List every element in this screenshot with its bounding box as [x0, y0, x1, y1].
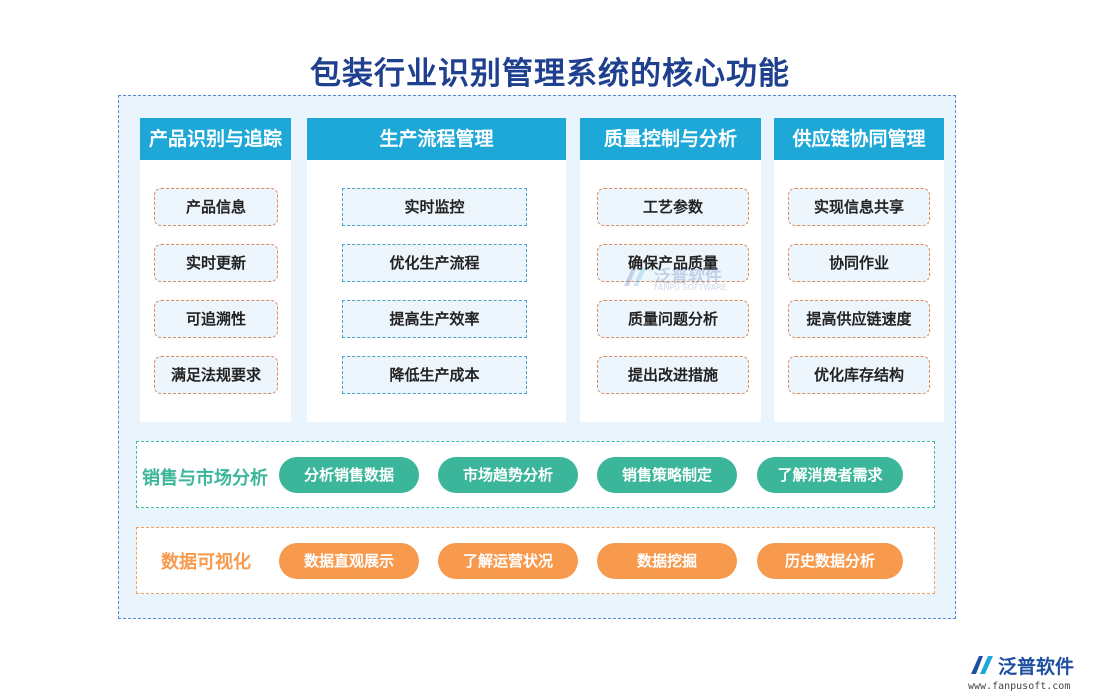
brand-logo-icon — [971, 656, 993, 674]
page-title: 包装行业识别管理系统的核心功能 — [310, 56, 790, 92]
watermark-logo-icon — [624, 268, 646, 286]
feature-item: 产品信息 — [154, 188, 278, 226]
feature-item: 提高供应链速度 — [788, 300, 930, 338]
column-title: 质量控制与分析 — [580, 118, 761, 160]
feature-item: 实时更新 — [154, 244, 278, 282]
watermark-sub: FANPU SOFTWARE — [654, 283, 727, 292]
sales-pill: 了解消费者需求 — [757, 457, 903, 493]
feature-item: 降低生产成本 — [342, 356, 527, 394]
feature-item: 优化生产流程 — [342, 244, 527, 282]
column-title: 生产流程管理 — [307, 118, 566, 160]
sales-analysis-label: 销售与市场分析 — [142, 468, 268, 489]
data-visualization-label: 数据可视化 — [161, 552, 251, 573]
visualization-pill: 了解运营状况 — [438, 543, 578, 579]
brand-name: 泛普软件 — [998, 656, 1075, 678]
column-supply-chain: 供应链协同管理 实现信息共享 协同作业 提高供应链速度 优化库存结构 — [774, 118, 944, 422]
feature-item: 实现信息共享 — [788, 188, 930, 226]
visualization-pill: 数据直观展示 — [279, 543, 419, 579]
column-quality-control: 质量控制与分析 工艺参数 确保产品质量 质量问题分析 提出改进措施 — [580, 118, 761, 422]
feature-item: 提高生产效率 — [342, 300, 527, 338]
visualization-pill: 历史数据分析 — [757, 543, 903, 579]
feature-item: 确保产品质量 — [597, 244, 749, 282]
feature-item: 满足法规要求 — [154, 356, 278, 394]
feature-item: 实时监控 — [342, 188, 527, 226]
feature-item: 优化库存结构 — [788, 356, 930, 394]
feature-item: 质量问题分析 — [597, 300, 749, 338]
feature-item: 工艺参数 — [597, 188, 749, 226]
column-production-process: 生产流程管理 实时监控 优化生产流程 提高生产效率 降低生产成本 — [307, 118, 566, 422]
feature-item: 提出改进措施 — [597, 356, 749, 394]
brand-logo: 泛普软件 www.fanpusoft.com — [968, 652, 1093, 694]
feature-item: 可追溯性 — [154, 300, 278, 338]
feature-item: 协同作业 — [788, 244, 930, 282]
data-visualization-band: 数据可视化 数据直观展示 了解运营状况 数据挖掘 历史数据分析 — [136, 527, 935, 594]
column-title: 产品识别与追踪 — [140, 118, 291, 160]
sales-pill: 销售策略制定 — [597, 457, 737, 493]
column-title: 供应链协同管理 — [774, 118, 944, 160]
brand-url: www.fanpusoft.com — [968, 681, 1071, 692]
watermark-name: 泛普软件 — [654, 267, 722, 287]
sales-pill: 市场趋势分析 — [438, 457, 578, 493]
visualization-pill: 数据挖掘 — [597, 543, 737, 579]
column-product-tracking: 产品识别与追踪 产品信息 实时更新 可追溯性 满足法规要求 — [140, 118, 291, 422]
sales-pill: 分析销售数据 — [279, 457, 419, 493]
sales-analysis-band: 销售与市场分析 分析销售数据 市场趋势分析 销售策略制定 了解消费者需求 — [136, 441, 935, 508]
